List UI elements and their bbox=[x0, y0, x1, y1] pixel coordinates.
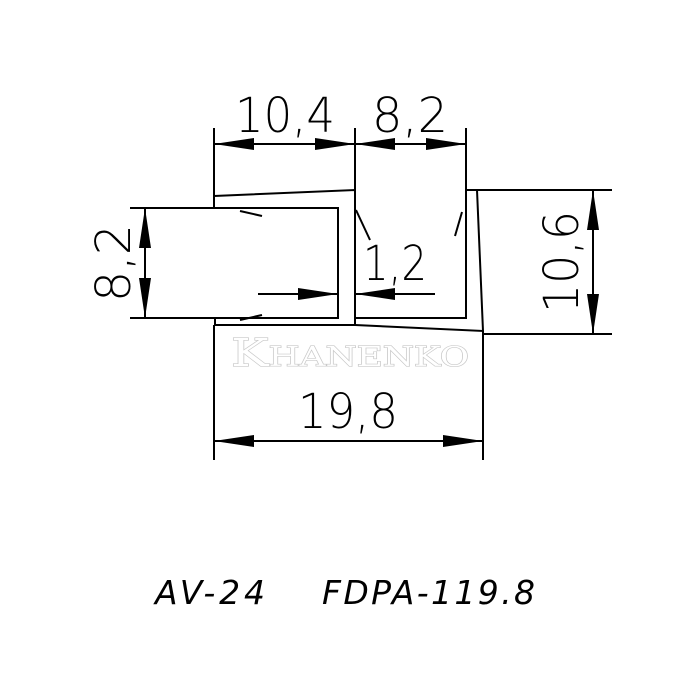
watermark: Khanenko bbox=[231, 331, 469, 375]
profile-shape bbox=[213, 188, 356, 326]
profile-inner-tick bbox=[454, 211, 463, 237]
profile-inner-tick bbox=[239, 314, 263, 321]
dim-label-right: 10,6 bbox=[534, 211, 590, 313]
caption-code: FDPA-119.8 bbox=[322, 573, 540, 612]
profile-outline bbox=[213, 188, 485, 333]
dim-label-left: 8,2 bbox=[86, 224, 142, 302]
dim-label-thickness: 1,2 bbox=[363, 236, 427, 292]
dim-label-top-left: 10,4 bbox=[235, 88, 335, 144]
dim-label-bottom: 19,8 bbox=[298, 384, 398, 440]
extension-lines bbox=[130, 128, 612, 460]
caption-model: AV-24 bbox=[153, 573, 270, 612]
dimension-lines bbox=[139, 138, 599, 447]
dim-label-top-right: 8,2 bbox=[372, 88, 448, 144]
profile-right-leg bbox=[354, 189, 485, 333]
profile-inner-tick bbox=[239, 210, 263, 217]
profile-inner-tick bbox=[355, 209, 371, 241]
